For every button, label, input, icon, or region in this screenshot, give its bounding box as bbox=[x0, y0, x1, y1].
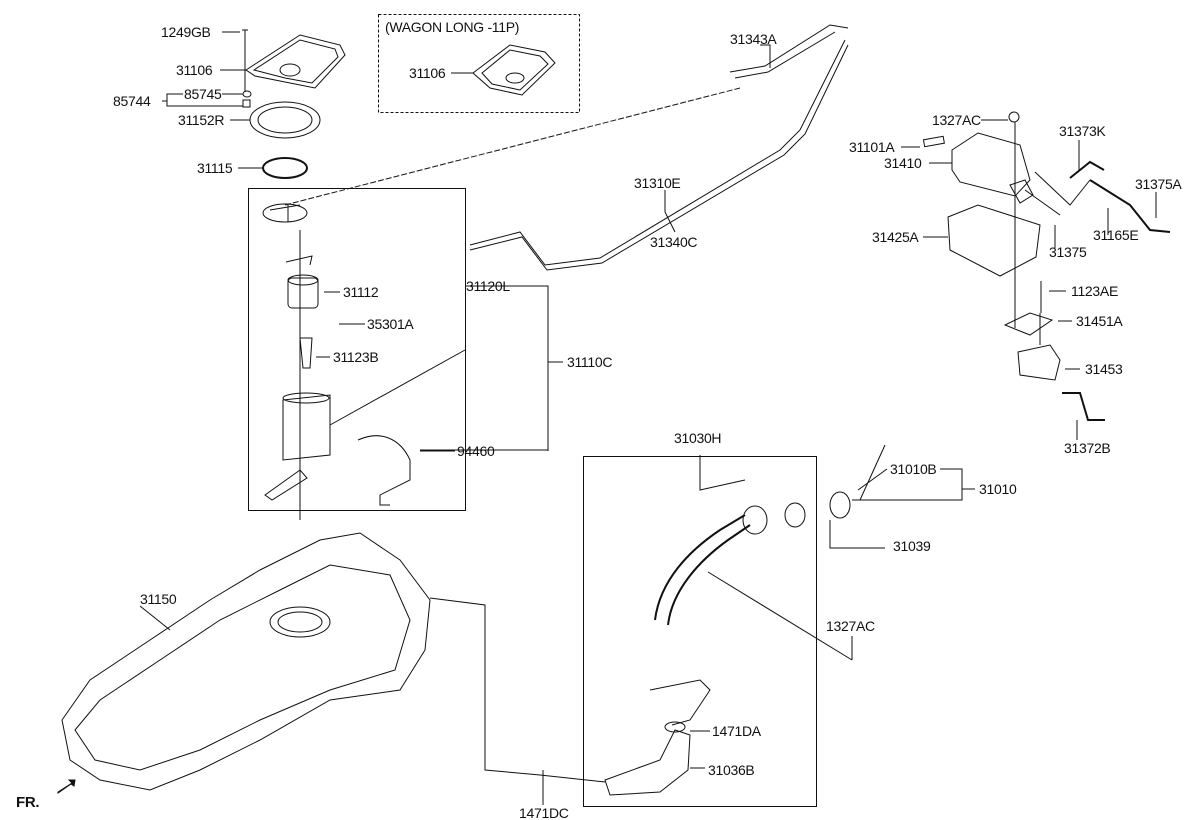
part-label[interactable]: 31115 bbox=[197, 160, 233, 176]
part-label[interactable]: 1123AE bbox=[1071, 283, 1118, 299]
part-label[interactable]: 31030H bbox=[674, 430, 722, 446]
part-label[interactable]: 31375A bbox=[1135, 176, 1182, 192]
part-label-31106-variant[interactable]: 31106 bbox=[409, 65, 446, 81]
part-label[interactable]: 1471DC bbox=[519, 805, 569, 820]
part-label[interactable]: 35301A bbox=[367, 316, 414, 332]
front-direction-label: FR. bbox=[16, 794, 40, 811]
filler-neck-shape bbox=[604, 491, 851, 796]
part-label[interactable]: 31039 bbox=[893, 538, 931, 554]
part-label[interactable]: 31152R bbox=[178, 112, 225, 128]
part-label[interactable]: 31112 bbox=[343, 284, 379, 300]
lock-ring-shape bbox=[249, 101, 321, 139]
cover-plate-shape bbox=[245, 34, 346, 89]
part-label[interactable]: 31343A bbox=[730, 31, 777, 47]
front-arrow-icon bbox=[57, 779, 76, 794]
part-label[interactable]: 31310E bbox=[634, 175, 681, 191]
part-label[interactable]: 85745 bbox=[184, 86, 222, 102]
part-label[interactable]: 31120L bbox=[466, 278, 510, 294]
part-label[interactable]: 31373K bbox=[1059, 123, 1106, 139]
part-label[interactable]: 1327AC bbox=[826, 618, 875, 634]
part-label[interactable]: 31150 bbox=[140, 591, 177, 607]
part-label[interactable]: 31010 bbox=[979, 481, 1017, 497]
part-label[interactable]: 31451A bbox=[1076, 313, 1123, 329]
filler-neck-box bbox=[583, 456, 817, 807]
part-label[interactable]: 31453 bbox=[1085, 361, 1123, 377]
o-ring-shape bbox=[262, 157, 308, 179]
part-label[interactable]: 31340C bbox=[650, 234, 698, 250]
part-label[interactable]: 1327AC bbox=[932, 112, 981, 128]
variant-box-border bbox=[378, 14, 580, 113]
part-label[interactable]: 31036B bbox=[708, 762, 755, 778]
part-label[interactable]: 31410 bbox=[884, 155, 922, 171]
part-label[interactable]: 31375 bbox=[1049, 244, 1087, 260]
part-label[interactable]: 85744 bbox=[113, 93, 151, 109]
canister-shape bbox=[947, 132, 1171, 421]
part-label[interactable]: 31010B bbox=[890, 461, 937, 477]
part-label[interactable]: 31165E bbox=[1093, 227, 1139, 243]
part-label[interactable]: 31110C bbox=[567, 354, 613, 370]
part-label[interactable]: 31425A bbox=[872, 229, 919, 245]
fuel-tank-shape bbox=[61, 532, 431, 791]
part-label[interactable]: 1249GB bbox=[161, 24, 211, 40]
part-label[interactable]: 31123B bbox=[333, 349, 379, 365]
fuel-line-shape bbox=[469, 24, 849, 271]
variant-box-title: (WAGON LONG -11P) bbox=[385, 19, 520, 35]
part-label[interactable]: 31106 bbox=[176, 62, 213, 78]
bolt-shape bbox=[242, 29, 248, 47]
pump-parts-shape bbox=[262, 203, 411, 506]
variant-cover-shape bbox=[472, 44, 556, 96]
part-label[interactable]: 94460 bbox=[457, 443, 495, 459]
pump-assembly-box bbox=[248, 188, 466, 511]
part-label[interactable]: 31101A bbox=[849, 139, 895, 155]
part-label[interactable]: 31372B bbox=[1064, 440, 1111, 456]
part-label[interactable]: 1471DA bbox=[712, 723, 761, 739]
